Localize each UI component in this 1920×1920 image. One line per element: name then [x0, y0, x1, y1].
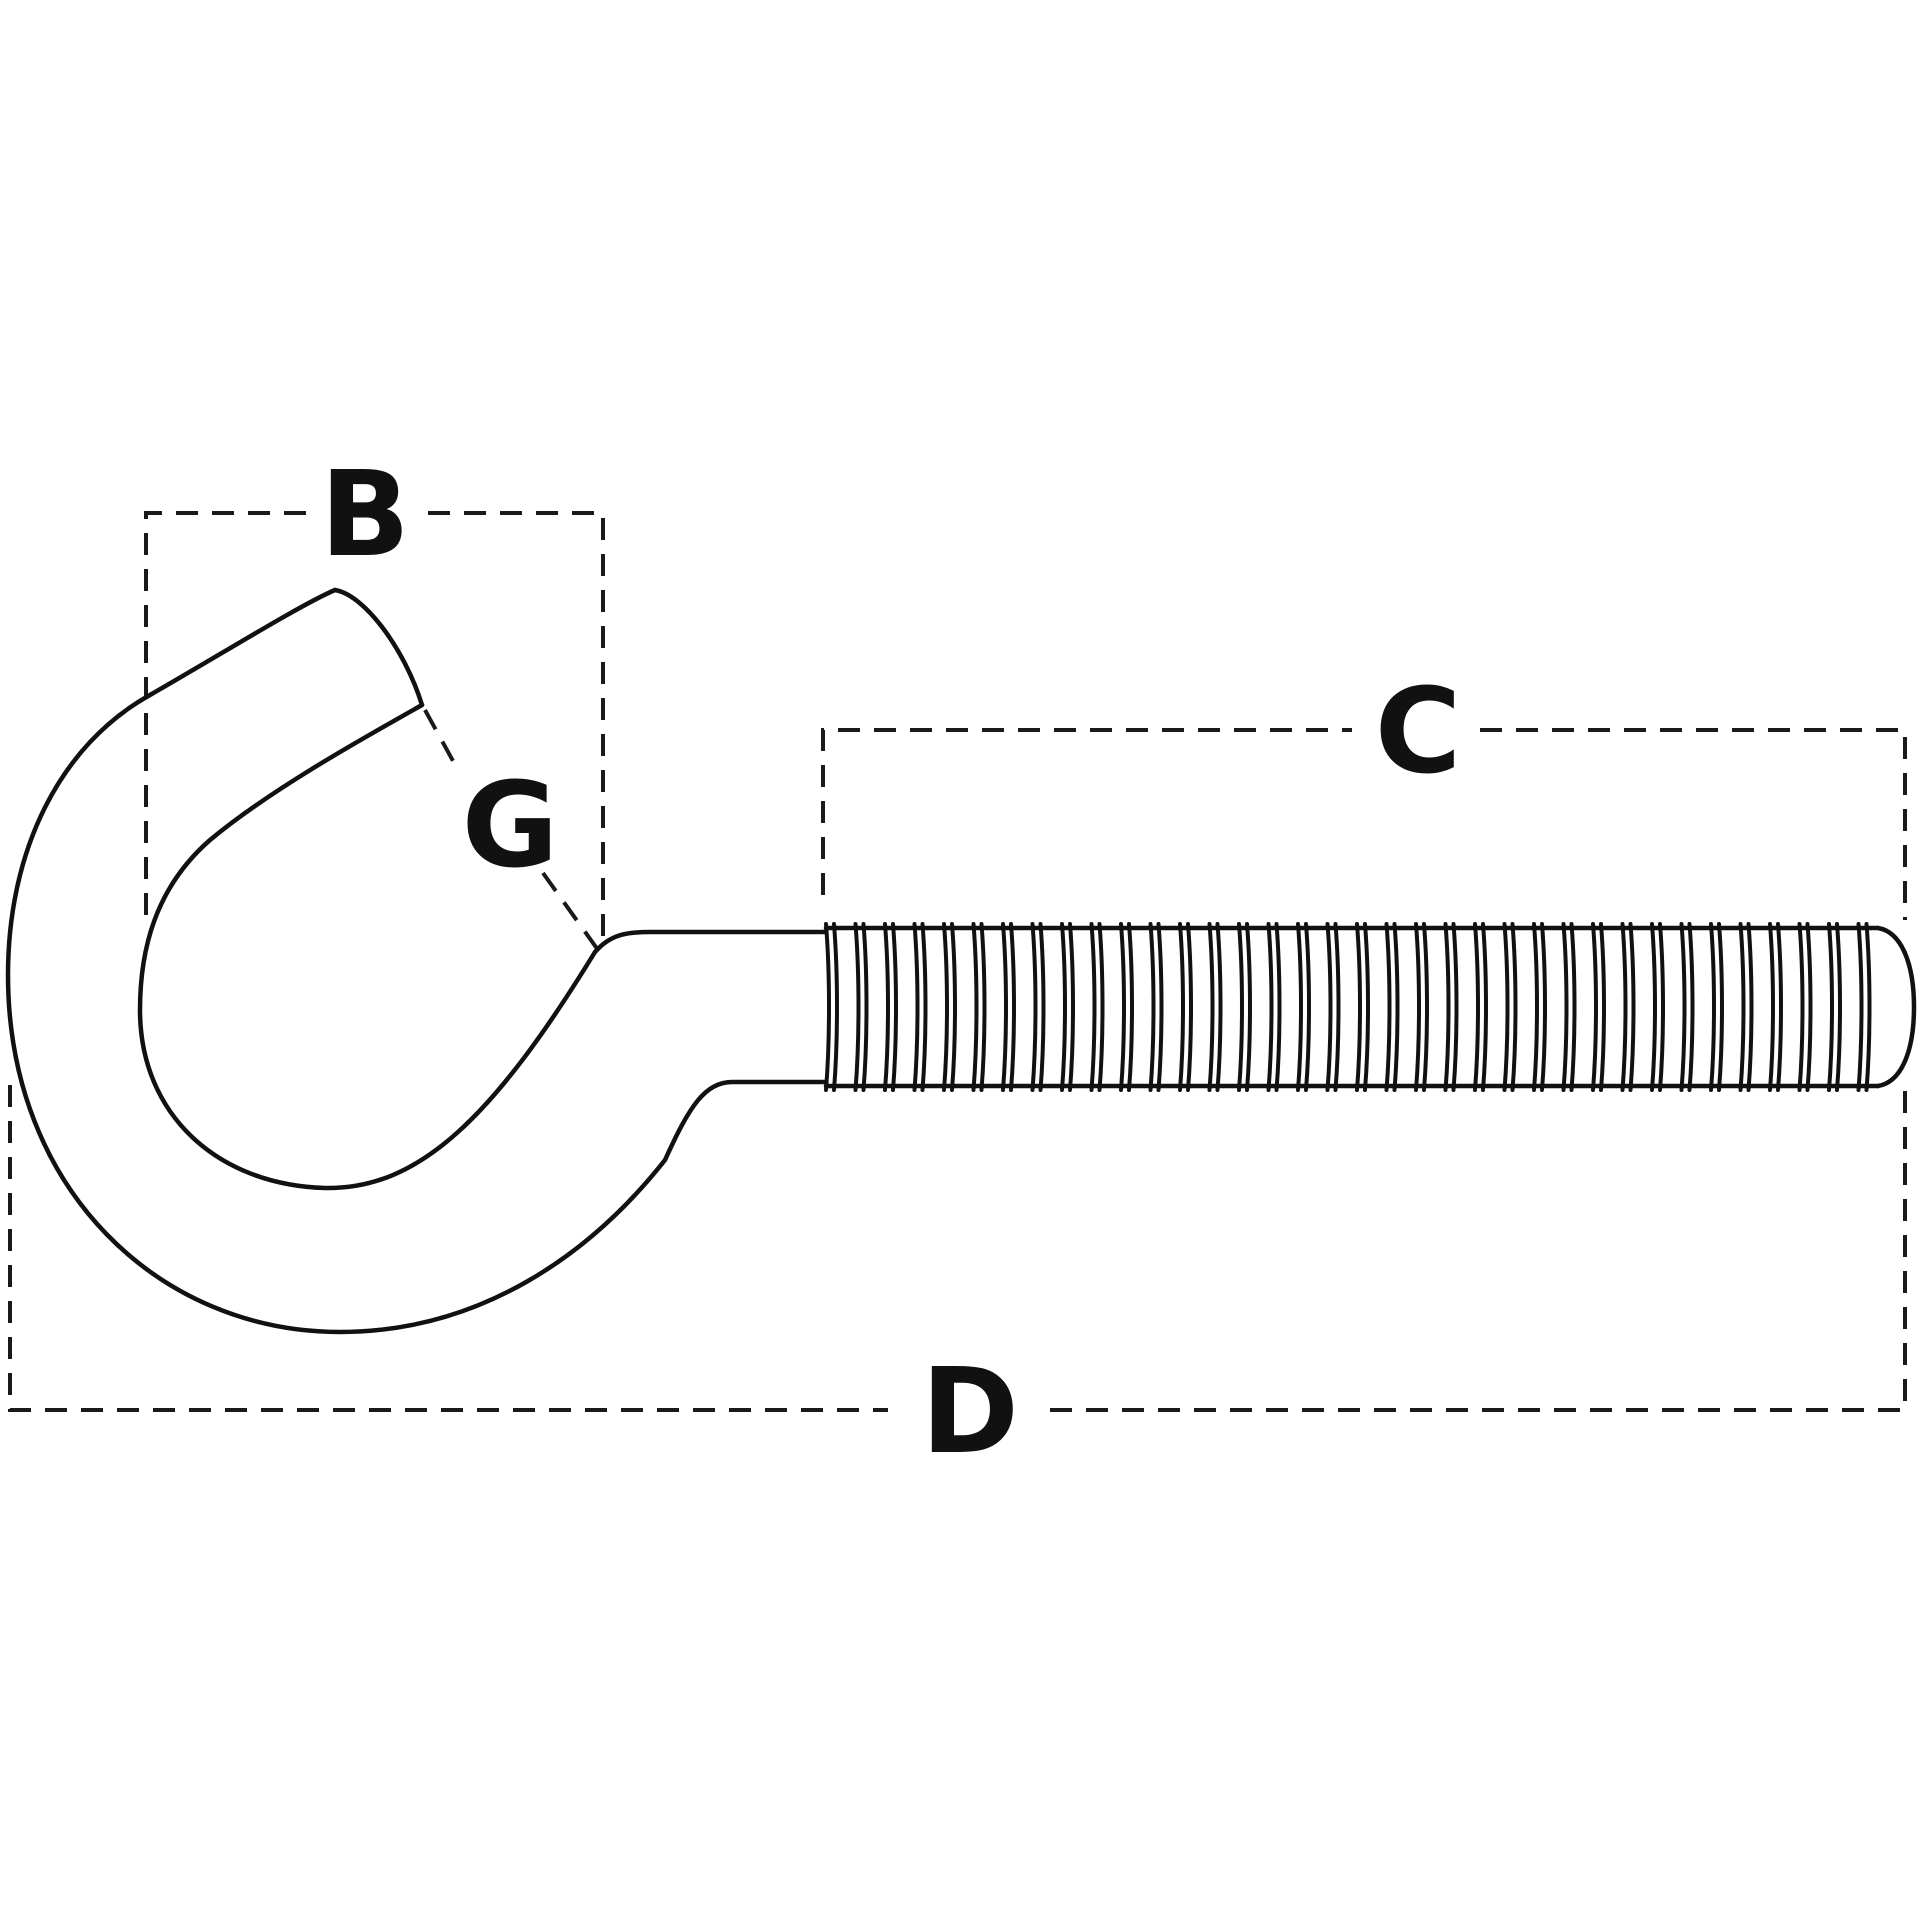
hook-inner-contour [137, 702, 829, 1191]
thread-line [1178, 922, 1185, 1092]
thread-line [1363, 922, 1370, 1092]
thread-line [1650, 922, 1657, 1092]
thread-line [1030, 922, 1038, 1092]
thread-line [1768, 922, 1775, 1092]
thread-line [1620, 922, 1628, 1092]
thread-line [1097, 922, 1105, 1092]
shank-end-cap [1875, 925, 1917, 1089]
thread-line [1384, 922, 1392, 1092]
thread-line [1333, 922, 1341, 1092]
thread-line [1414, 922, 1421, 1092]
thread-line [1443, 922, 1451, 1092]
thread-line [861, 922, 869, 1092]
thread-line [1569, 922, 1577, 1092]
thread-line [1186, 922, 1193, 1092]
thread-line [1532, 922, 1539, 1092]
dimension-b-left-leader [144, 511, 318, 915]
thread-lines [824, 922, 1872, 1092]
thread-line [1599, 922, 1606, 1092]
label-b: B [320, 445, 410, 583]
thread-line [1068, 922, 1075, 1092]
thread-line [1856, 922, 1864, 1092]
thread-line [1687, 922, 1695, 1092]
dimension-g-upper-leader [423, 709, 460, 771]
thread-line [1738, 922, 1746, 1092]
thread-line [950, 922, 957, 1092]
thread-line [853, 922, 861, 1092]
hook-outer-contour [5, 587, 829, 1335]
thread-line [1245, 922, 1252, 1092]
thread-line [1325, 922, 1333, 1092]
dimension-c-left-leader [821, 728, 1352, 895]
thread-line [1009, 922, 1016, 1092]
thread-line [1089, 922, 1097, 1092]
dimension-g-lower-leader [541, 871, 600, 952]
label-g: G [462, 756, 559, 894]
thread-line [1746, 922, 1754, 1092]
thread-line [979, 922, 987, 1092]
thread-line [1296, 922, 1303, 1092]
thread-line [1119, 922, 1126, 1092]
thread-line [824, 922, 831, 1092]
thread-line [1864, 922, 1872, 1092]
thread-line [1776, 922, 1783, 1092]
thread-line [1274, 922, 1282, 1092]
thread-line [1148, 922, 1156, 1092]
thread-line [1392, 922, 1400, 1092]
thread-line [1628, 922, 1636, 1092]
thread-line [1422, 922, 1429, 1092]
thread-line [1805, 922, 1813, 1092]
thread-line [1561, 922, 1569, 1092]
thread-line [1481, 922, 1488, 1092]
hook-bolt [5, 587, 1917, 1335]
thread-line [1266, 922, 1274, 1092]
dimension-d-right-leader [1050, 1080, 1907, 1412]
thread-line [832, 922, 839, 1092]
thread-line [1540, 922, 1547, 1092]
dimension-c: C [821, 662, 1907, 920]
thread-line [1156, 922, 1164, 1092]
thread-line [1355, 922, 1362, 1092]
thread-line [1215, 922, 1223, 1092]
dimension-d: D [8, 1080, 1907, 1480]
thread-line [912, 922, 920, 1092]
thread-line [1797, 922, 1805, 1092]
thread-line [1717, 922, 1724, 1092]
dimension-g: G [423, 709, 600, 952]
thread-line [1473, 922, 1480, 1092]
thread-line [1127, 922, 1134, 1092]
dimension-b: B [144, 445, 605, 940]
thread-line [1304, 922, 1311, 1092]
thread-line [1510, 922, 1518, 1092]
thread-line [891, 922, 898, 1092]
thread-line [1001, 922, 1008, 1092]
thread-line [1591, 922, 1598, 1092]
thread-line [883, 922, 890, 1092]
thread-line [1679, 922, 1687, 1092]
thread-line [1658, 922, 1665, 1092]
thread-line [1827, 922, 1834, 1092]
thread-line [920, 922, 928, 1092]
thread-line [1451, 922, 1459, 1092]
thread-line [1709, 922, 1716, 1092]
thread-line [1038, 922, 1046, 1092]
thread-line [1060, 922, 1067, 1092]
thread-line [942, 922, 949, 1092]
label-d: D [921, 1342, 1019, 1480]
label-c: C [1375, 662, 1462, 800]
thread-line [1237, 922, 1244, 1092]
dimension-c-right-leader [1480, 728, 1907, 920]
dimension-d-left-leader [8, 1085, 888, 1412]
thread-line [1207, 922, 1215, 1092]
thread-line [1835, 922, 1842, 1092]
hook-tip-face [332, 587, 425, 708]
thread-line [1502, 922, 1510, 1092]
thread-line [971, 922, 979, 1092]
